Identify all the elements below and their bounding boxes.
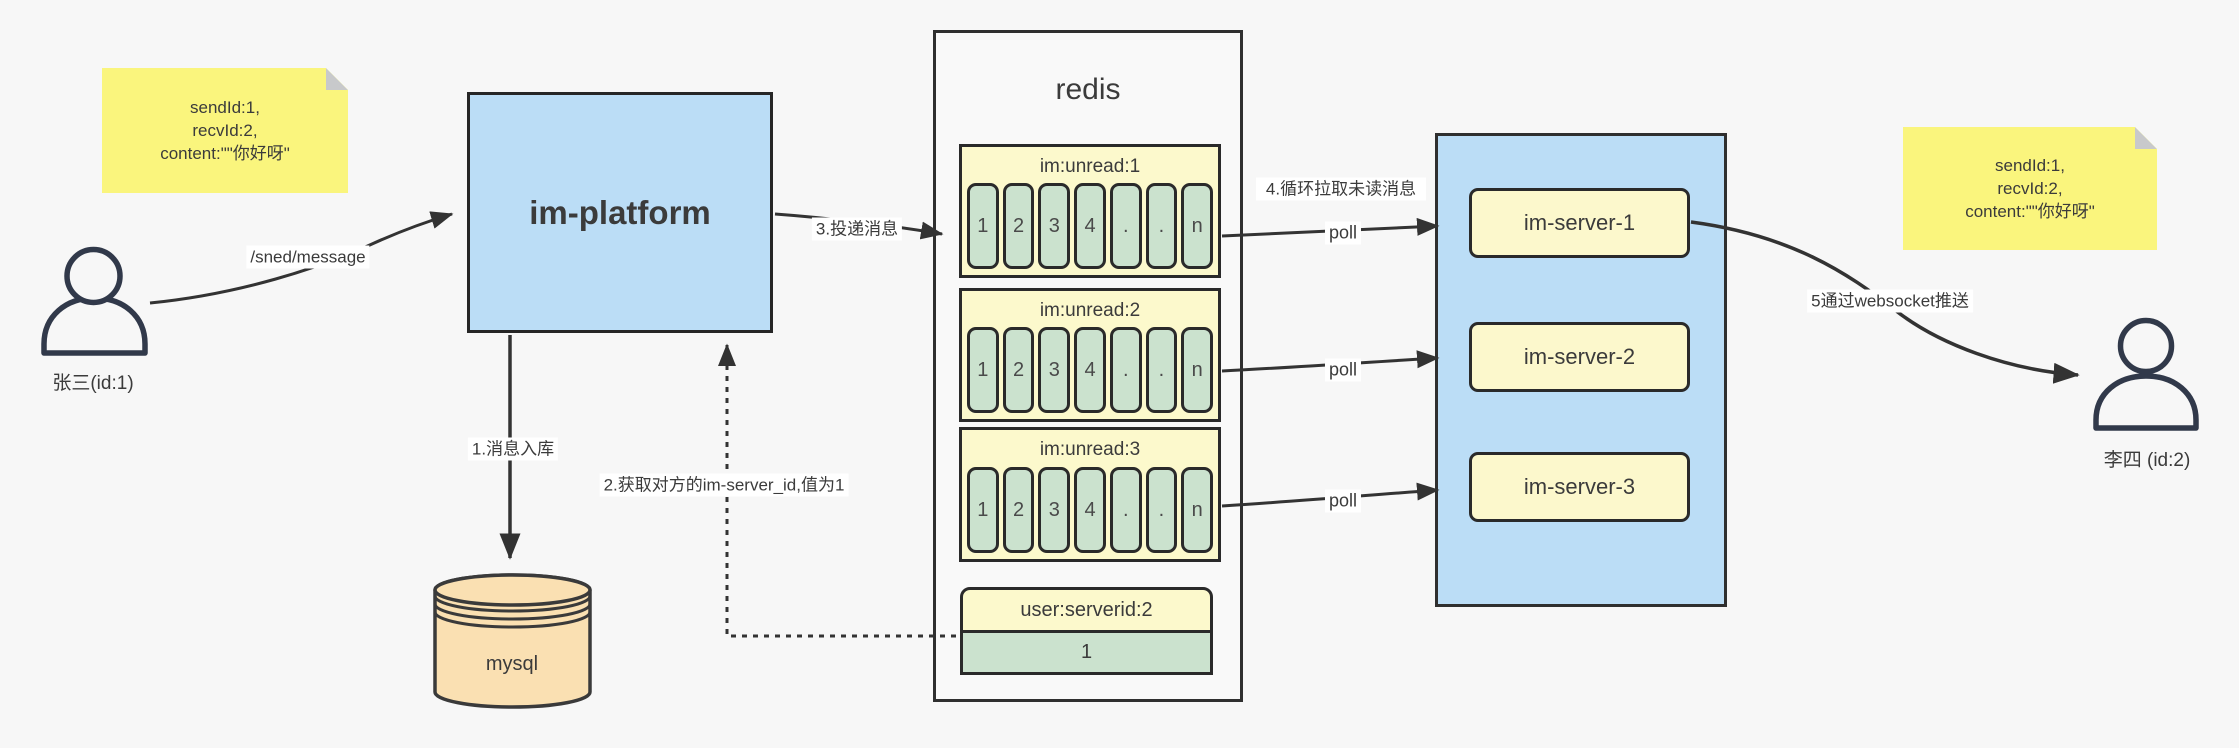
queue-cell: 4 (1074, 327, 1106, 413)
queue-cell: 4 (1074, 467, 1106, 553)
kv-user-serverid: user:serverid:2 1 (960, 587, 1213, 675)
queue-cell: n (1181, 467, 1214, 553)
queue-cell: . (1109, 467, 1142, 553)
sticky-line: content:""你好呀" (1965, 202, 2095, 221)
kv-value: 1 (960, 630, 1213, 675)
queue-cells: 1 2 3 4 . . n (967, 327, 1214, 413)
sticky-line: recvId:2, (192, 121, 258, 140)
queue-cell: 1 (967, 327, 999, 413)
sticky-fold-icon (2135, 127, 2157, 149)
queue-cell: 3 (1038, 183, 1071, 269)
queue-cells: 1 2 3 4 . . n (967, 467, 1214, 553)
queue-cell: 3 (1038, 467, 1071, 553)
sticky-line: recvId:2, (1997, 179, 2063, 198)
sticky-note-left-text: sendId:1, recvId:2, content:""你好呀" (160, 96, 290, 165)
sticky-note-left: sendId:1, recvId:2, content:""你好呀" (102, 68, 348, 193)
sticky-line: content:""你好呀" (160, 144, 290, 163)
queue-title: im:unread:3 (1039, 439, 1141, 460)
im-server-2-box: im-server-2 (1469, 322, 1690, 392)
queue-cell: 4 (1074, 183, 1106, 269)
queue-cell: n (1181, 183, 1214, 269)
sticky-note-right: sendId:1, recvId:2, content:""你好呀" (1903, 127, 2157, 250)
queue-cell: . (1145, 183, 1178, 269)
queue-cell: 1 (967, 467, 999, 553)
queue-cell: 2 (1002, 327, 1035, 413)
queue-im-unread-2: im:unread:2 1 2 3 4 . . n (959, 288, 1221, 422)
sticky-note-right-text: sendId:1, recvId:2, content:""你好呀" (1965, 154, 2095, 223)
queue-title: im:unread:2 (1039, 300, 1141, 321)
queue-cell: . (1109, 183, 1142, 269)
kv-key: user:serverid:2 (960, 587, 1213, 633)
im-platform-label: im-platform (529, 193, 711, 231)
sticky-line: sendId:1, (190, 98, 260, 117)
queue-cell: 3 (1038, 327, 1071, 413)
sticky-line: sendId:1, (1995, 156, 2065, 175)
queue-im-unread-1: im:unread:1 1 2 3 4 . . n (959, 144, 1221, 278)
queue-title: im:unread:1 (1039, 156, 1141, 177)
im-platform-box: im-platform (467, 92, 773, 333)
queue-cell: . (1145, 327, 1178, 413)
redis-title: redis (1055, 73, 1121, 106)
sticky-fold-icon (326, 68, 348, 90)
queue-cell: 1 (967, 183, 999, 269)
queue-cell: . (1109, 327, 1142, 413)
queue-cell: n (1181, 327, 1214, 413)
queue-cell: . (1145, 467, 1178, 553)
im-server-1-box: im-server-1 (1469, 188, 1690, 258)
queue-im-unread-3: im:unread:3 1 2 3 4 . . n (959, 427, 1221, 562)
im-server-3-box: im-server-3 (1469, 452, 1690, 522)
queue-cells: 1 2 3 4 . . n (967, 183, 1214, 269)
queue-cell: 2 (1002, 183, 1035, 269)
queue-cell: 2 (1002, 467, 1035, 553)
